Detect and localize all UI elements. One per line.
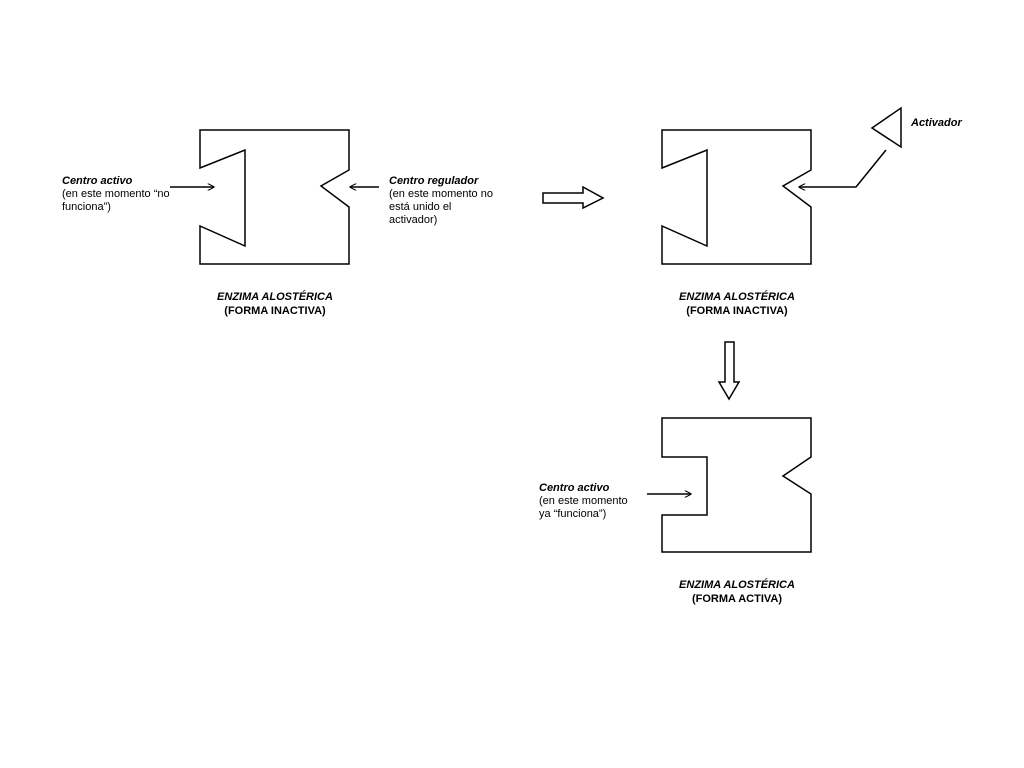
centro-regulador-desc-1: (en este momento no (389, 188, 493, 200)
transition-arrow-down-icon (717, 341, 741, 401)
centro-regulador-title: Centro regulador (389, 175, 479, 187)
enzyme-shape-inactive-2 (661, 129, 812, 265)
activador-text: Activador (911, 117, 962, 129)
centro-activo-active-desc-2: ya “funciona”) (539, 508, 607, 520)
centro-activo-active-desc-1: (en este momento (539, 495, 628, 507)
enzyme-shape-inactive-1 (199, 129, 350, 265)
enzyme-caption-1-state: (FORMA INACTIVA) (224, 305, 326, 317)
centro-activo-label-active: Centro activo (en este momento ya “funci… (539, 482, 659, 521)
centro-activo-desc-1: (en este momento “no (62, 188, 170, 200)
enzyme-caption-2: ENZIMA ALOSTÉRICA (FORMA INACTIVA) (637, 290, 837, 318)
enzyme-caption-1: ENZIMA ALOSTÉRICA (FORMA INACTIVA) (175, 290, 375, 318)
centro-regulador-desc-3: activador) (389, 214, 438, 226)
transition-arrow-right-icon (542, 185, 605, 210)
enzyme-caption-1-title: ENZIMA ALOSTÉRICA (217, 291, 333, 303)
enzyme-shape-active (661, 417, 812, 553)
centro-activo-desc-2: funciona”) (62, 201, 111, 213)
activator-connector-line (799, 149, 887, 187)
enzyme-caption-2-title: ENZIMA ALOSTÉRICA (679, 291, 795, 303)
centro-activo-title: Centro activo (62, 175, 133, 187)
activador-label: Activador (911, 117, 962, 130)
centro-regulador-desc-2: está unido el (389, 201, 452, 213)
centro-activo-active-title: Centro activo (539, 482, 610, 494)
enzyme-caption-3-state: (FORMA ACTIVA) (691, 593, 783, 605)
centro-regulador-label: Centro regulador (en este momento no est… (389, 175, 519, 227)
enzyme-caption-2-state: (FORMA INACTIVA) (686, 305, 788, 317)
centro-activo-label-inactive: Centro activo (en este momento “no funci… (62, 175, 182, 214)
activator-triangle-icon (870, 106, 902, 149)
enzyme-caption-3: ENZIMA ALOSTÉRICA (FORMA ACTIVA) (637, 578, 837, 606)
enzyme-caption-3-title: ENZIMA ALOSTÉRICA (679, 579, 795, 591)
